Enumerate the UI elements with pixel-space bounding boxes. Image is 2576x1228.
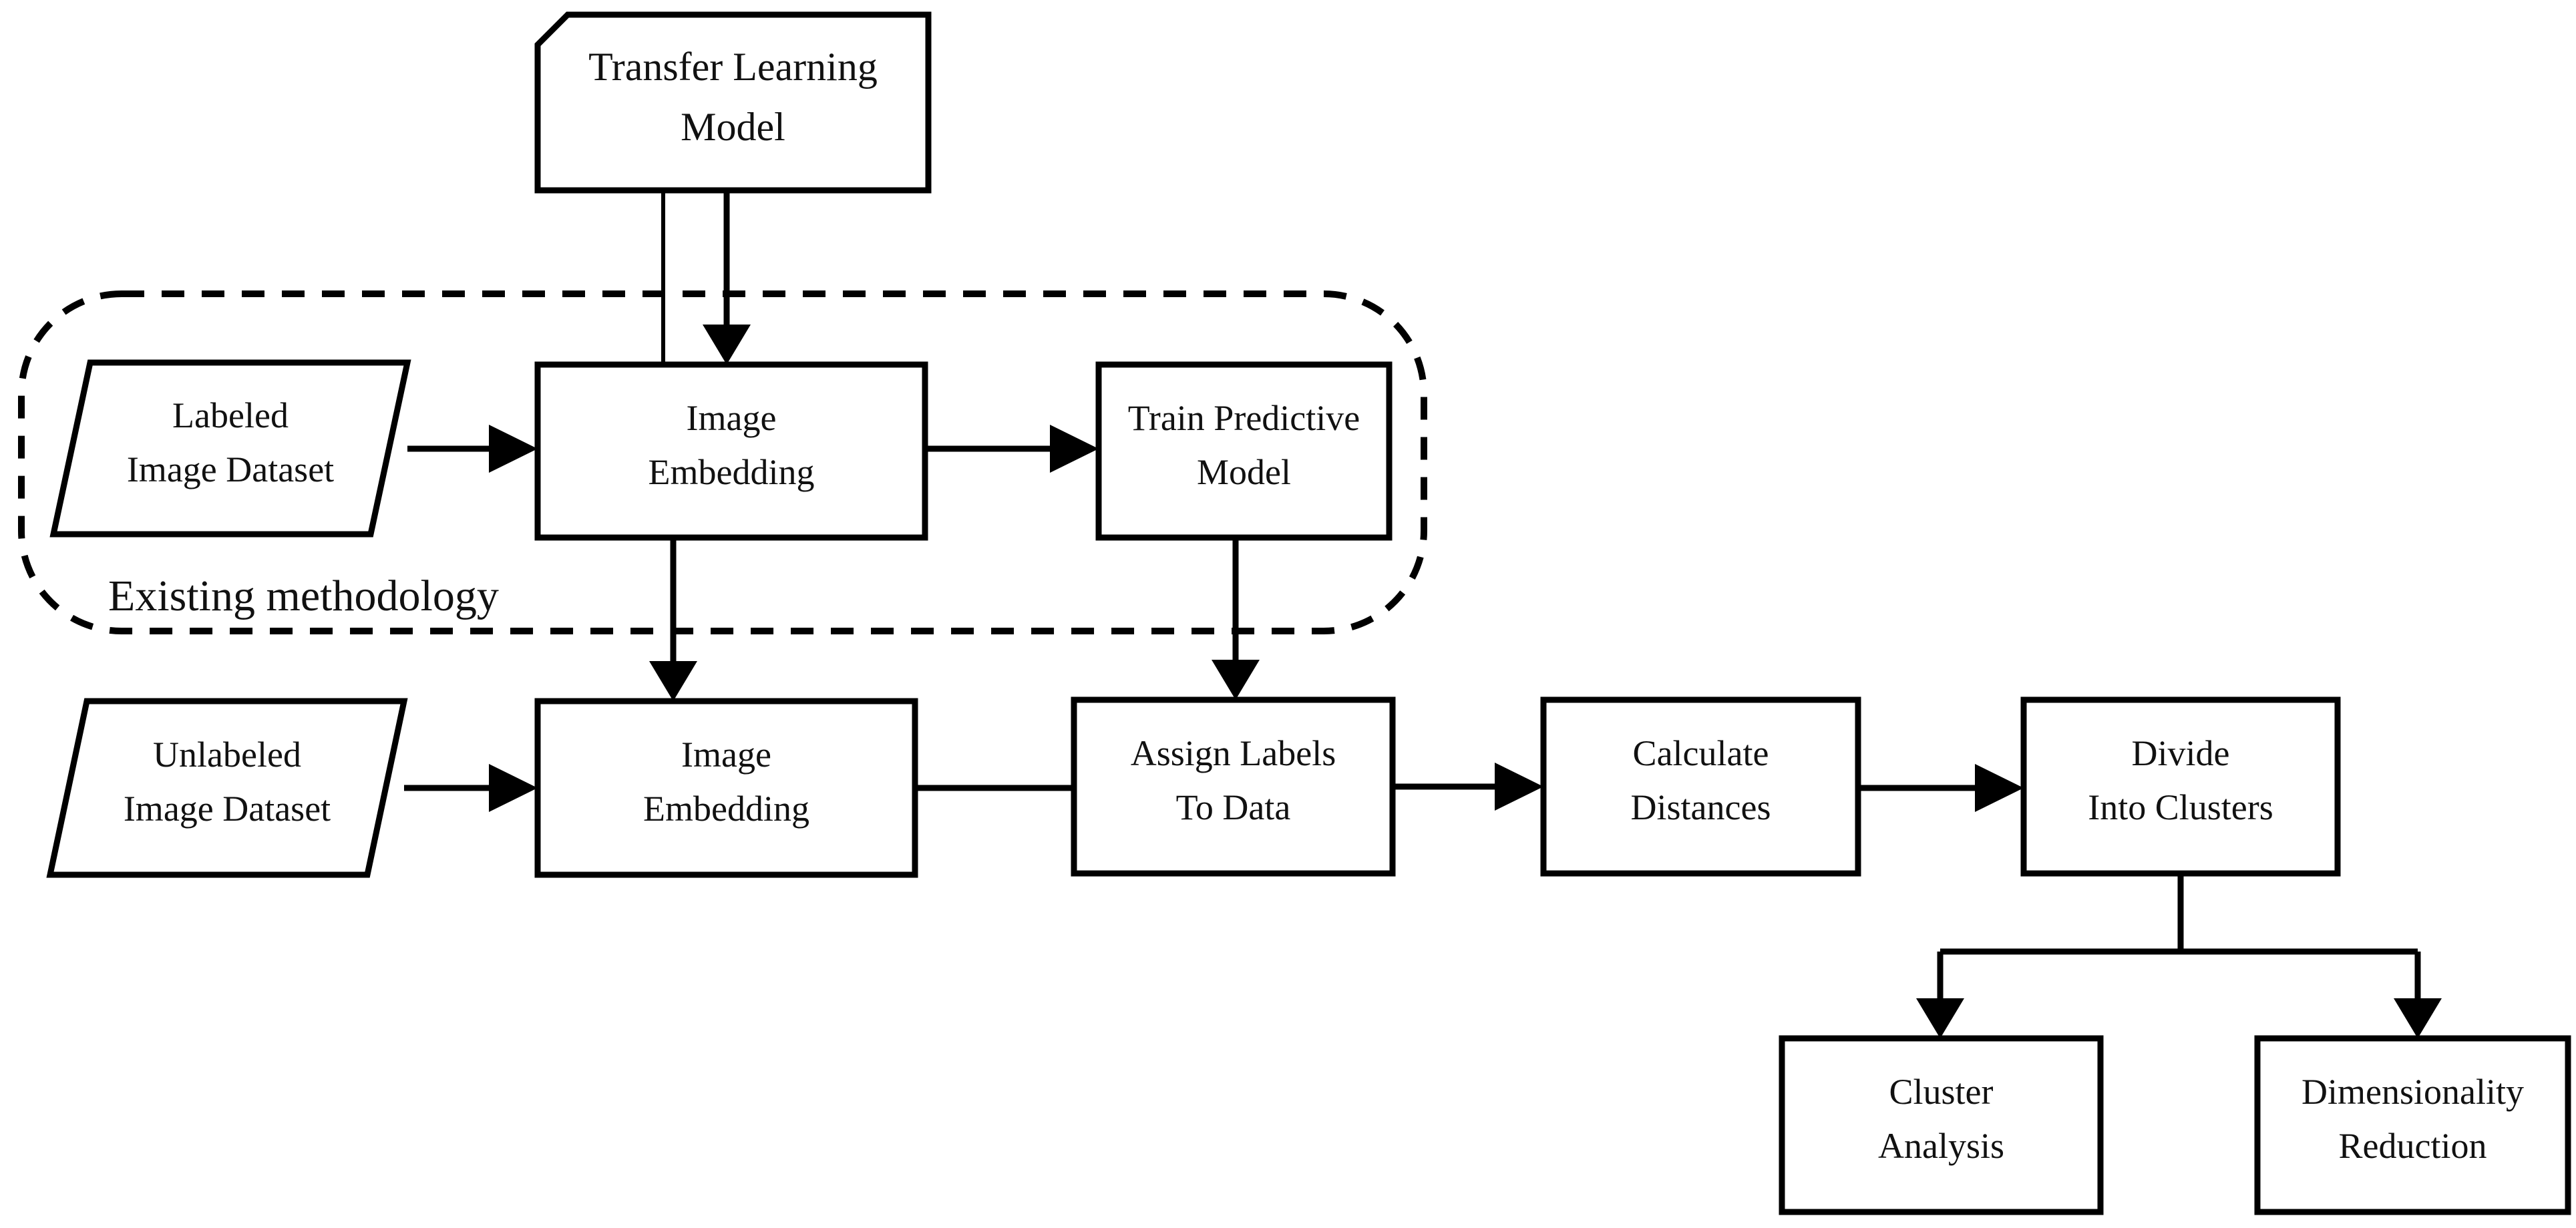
arrowhead-right-icon — [1495, 763, 1543, 811]
arrowhead-down-icon — [1916, 998, 1964, 1038]
node-assign-labels-to-data-shape — [1071, 696, 1396, 877]
node-image-embedding-top-shape — [534, 361, 928, 541]
node-transfer-learning-model-shape — [534, 11, 932, 194]
existing-methodology-container — [18, 290, 1427, 634]
arrowhead-down-icon — [649, 661, 697, 701]
arrowhead-right-icon — [489, 425, 538, 473]
node-labeled-image-dataset-shape — [49, 359, 411, 538]
arrowhead-down-icon — [703, 325, 751, 365]
arrowhead-right-icon — [1975, 764, 2024, 812]
node-divide-into-clusters-shape — [2020, 696, 2341, 877]
arrowhead-down-icon — [1212, 660, 1260, 700]
arrowhead-down-icon — [2394, 998, 2442, 1038]
arrowhead-right-icon — [489, 764, 538, 812]
node-train-predictive-model-shape — [1095, 361, 1393, 541]
node-calculate-distances-shape — [1540, 696, 1861, 877]
nodes — [46, 11, 2571, 1215]
node-cluster-analysis-shape — [1779, 1035, 2104, 1215]
node-unlabeled-image-dataset-shape — [46, 698, 408, 878]
node-dimensionality-reduction-shape — [2254, 1035, 2571, 1215]
arrowhead-right-icon — [1050, 425, 1099, 473]
node-image-embedding-bottom-shape — [534, 698, 918, 878]
edges — [404, 190, 2442, 1038]
